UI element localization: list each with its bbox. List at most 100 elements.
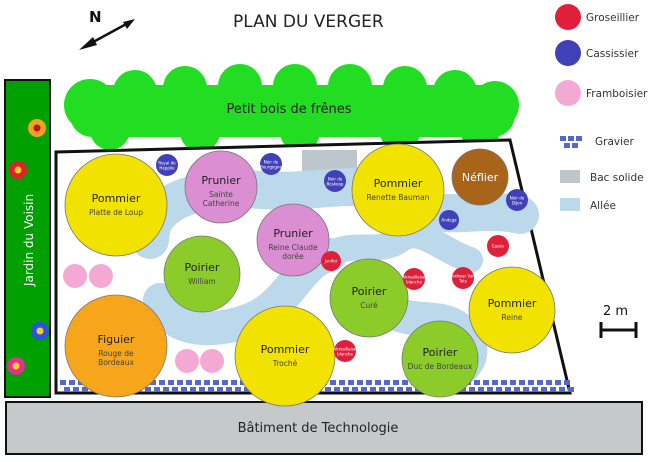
tree-name: Prunier [201,174,241,187]
legend-framboisier-swatch [555,80,581,106]
tree-name: Néflier [462,171,499,184]
flower-pink-icon [7,357,25,375]
legend-gravier-label: Gravier [595,136,634,148]
tree-name: Poirier [185,261,220,274]
north-arrow-icon [79,19,135,50]
bush-groseillier: Cassis [487,235,509,257]
tree-variety: Duc de Bordeaux [408,362,473,371]
tree-name: Pommier [488,297,537,310]
raspberry-bushes [63,264,224,373]
bush-marker [506,189,528,211]
legend-groseillier-label: Groseillier [586,12,640,24]
bush-marker [452,267,474,289]
tree-crown [163,235,241,313]
bush-label: Cassis [492,244,505,249]
bush-groseillier: Junifer [321,251,341,271]
legend-cassissier-swatch [555,40,581,66]
flower-orange-icon [28,119,46,137]
legend-framboisier-label: Framboisier [586,88,648,100]
bush-marker [156,154,178,176]
bush-marker [439,210,459,230]
tree-variety: William [188,277,216,286]
flower-red-icon [9,161,27,179]
bush-marker [260,153,282,175]
tree-crown [64,294,168,398]
bush-cassissier: Andega [439,210,459,230]
tree-crown [256,203,330,277]
tree-variety: Reine [502,313,523,322]
raspberry-bush [63,264,87,288]
tree-name: Figuier [98,333,135,346]
tree-name: Poirier [352,285,387,298]
tree-variety: Renette Bauman [367,193,430,202]
raspberry-bush [200,349,224,373]
woods-label: Petit bois de frênes [226,102,351,117]
raspberry-bush [175,349,199,373]
plan-title: PLAN DU VERGER [233,12,384,32]
tree-crown [234,305,336,407]
tree-name: Pommier [92,192,141,205]
tree-crown [401,320,479,398]
flower-blue-icon [31,322,49,340]
tree-variety: Curé [360,301,378,310]
legend-bac-solide-swatch [560,170,580,183]
scale-label: 2 m [603,304,628,319]
neighbour-label: Jardin du Voisin [22,194,36,287]
tree-crown [329,258,409,338]
tree-name: Poirier [423,346,458,359]
legend-bac-solide-label: Bac solide [590,172,644,184]
north-label: N [89,8,102,26]
tree-variety: Platte de Loup [89,208,143,217]
scale-bar [599,322,638,338]
tree-crown [184,150,258,224]
tree-name: Prunier [273,227,313,240]
legend-cassissier-label: Cassissier [586,48,639,60]
tree-crown [451,148,509,206]
bush-marker [321,251,341,271]
bush-label: Andega [441,218,457,223]
tree-crown [351,143,445,237]
legend-groseillier-swatch [555,4,581,30]
building [5,401,643,455]
tree-name: Pommier [374,177,423,190]
bush-marker [334,340,356,362]
building-label: Bâtiment de Technologie [238,421,399,436]
tree-variety: Troché [272,359,298,368]
legend: Groseillier Cassissier Framboisier Gravi… [555,4,648,212]
tree-crown [64,153,168,257]
flower-icons [7,119,49,375]
bush-marker [403,268,425,290]
legend-gravier-swatch [560,136,582,148]
tree: Néflier [451,148,509,206]
bush-label: Junifer [324,259,338,264]
tree-crown [468,266,556,354]
